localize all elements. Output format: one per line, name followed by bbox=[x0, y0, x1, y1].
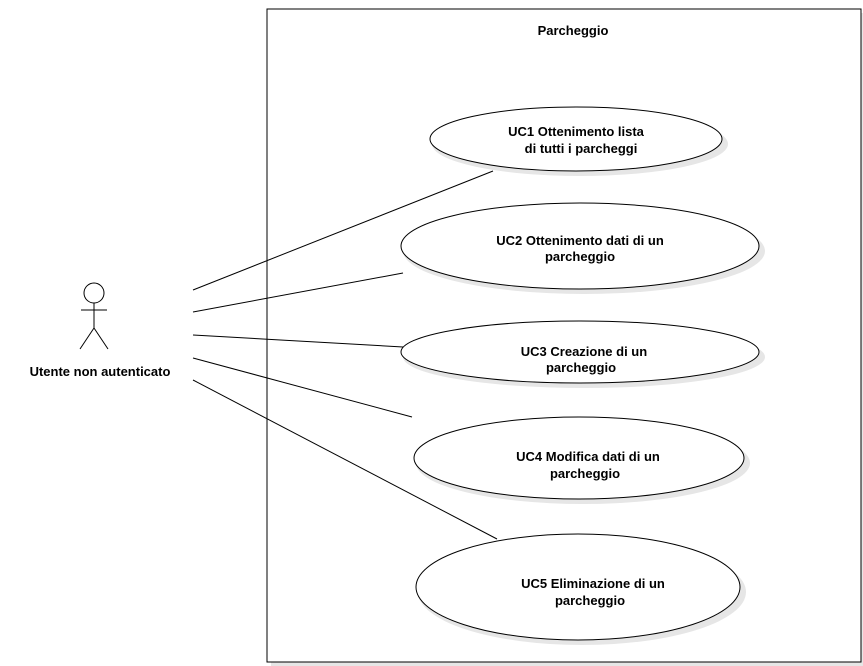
use-case-uc1-ellipse bbox=[429, 106, 723, 172]
actor-right-leg bbox=[93, 327, 109, 350]
actor-head bbox=[83, 282, 105, 304]
actor[interactable]: Utente non autenticato bbox=[30, 282, 171, 379]
use-case-uc1-label-line1: UC1 Ottenimento lista bbox=[508, 124, 645, 139]
association-uc3 bbox=[192, 334, 404, 348]
use-case-uc5[interactable]: UC5 Eliminazione di un parcheggio bbox=[415, 533, 746, 645]
use-case-uc4-label-line2: parcheggio bbox=[550, 466, 620, 481]
association-uc1 bbox=[192, 170, 494, 291]
use-case-uc4-label-line1: UC4 Modifica dati di un bbox=[516, 449, 660, 464]
system-boundary-title: Parcheggio bbox=[538, 23, 609, 38]
use-case-uc5-label-line2: parcheggio bbox=[555, 593, 625, 608]
use-case-uc4-ellipse bbox=[413, 416, 745, 500]
use-case-uc3-ellipse bbox=[400, 320, 760, 384]
actor-stick-figure-icon bbox=[79, 282, 109, 350]
association-uc4 bbox=[192, 357, 413, 418]
use-case-uc3[interactable]: UC3 Creazione di un parcheggio bbox=[400, 320, 765, 388]
use-case-uc4[interactable]: UC4 Modifica dati di un parcheggio bbox=[413, 416, 750, 504]
association-uc5 bbox=[192, 379, 498, 540]
association-uc2 bbox=[192, 272, 404, 313]
use-case-uc3-label-line1: UC3 Creazione di un bbox=[521, 344, 647, 359]
use-case-uc5-ellipse bbox=[415, 533, 741, 641]
use-case-uc2-ellipse bbox=[400, 202, 760, 290]
use-case-uc2[interactable]: UC2 Ottenimento dati di un parcheggio bbox=[400, 202, 765, 294]
use-case-uc2-label-line2: parcheggio bbox=[545, 249, 615, 264]
use-case-uc3-label-line2: parcheggio bbox=[546, 360, 616, 375]
use-case-uc5-label-line1: UC5 Eliminazione di un bbox=[521, 576, 665, 591]
actor-label: Utente non autenticato bbox=[30, 364, 171, 379]
use-case-uc2-label-line1: UC2 Ottenimento dati di un bbox=[496, 233, 664, 248]
use-case-uc1[interactable]: UC1 Ottenimento lista di tutti i parcheg… bbox=[429, 106, 728, 176]
associations bbox=[192, 170, 498, 540]
use-case-uc1-label-line2: di tutti i parcheggi bbox=[525, 141, 638, 156]
actor-left-leg bbox=[79, 327, 95, 350]
